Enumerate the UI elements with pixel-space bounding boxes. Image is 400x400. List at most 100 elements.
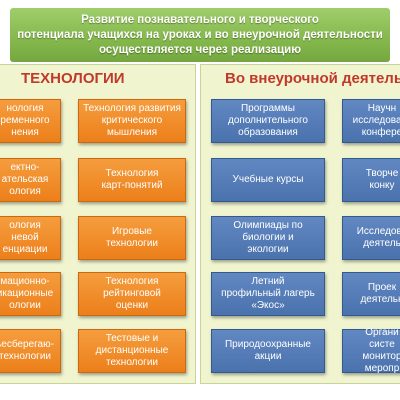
technology-box-left-line: мационно- [0,276,50,287]
technology-box-right-line: дистанционные [95,345,169,356]
extracurricular-box-right-line: деятель [363,238,400,249]
extracurricular-box-right-3: Исследовадеятель [342,216,400,260]
technology-box-right-line: Тестовые и [105,333,159,344]
extracurricular-box-right-line: Исследова [356,226,400,237]
extracurricular-box-left-line: Олимпиады по [233,220,303,231]
extracurricular-box-left-2: Учебные курсы [211,158,325,202]
extracurricular-box-left-line: образования [238,127,298,138]
extracurricular-box-left-line: профильный лагерь [221,288,315,299]
technology-box-left-line: ьесберегаю- [0,339,54,350]
extracurricular-box-right-line: систе [369,339,395,350]
technology-box-left-line: нения [11,127,39,138]
technology-box-right-line: оценки [115,300,149,311]
extracurricular-box-left-line: Природоохранные [224,339,311,350]
extracurricular-box-right-line: Научн [367,103,397,114]
technology-box-left-line: енциации [2,244,48,255]
technology-box-left-line: икационные [0,288,54,299]
technology-box-right-line: Игровые [111,226,152,237]
extracurricular-box-right-line: монитор [362,351,400,362]
extracurricular-box-left-line: Летний [251,276,285,287]
extracurricular-box-right-text: Исследовадеятель [357,226,400,250]
extracurricular-box-left-line: экологии [247,244,289,255]
extracurricular-box-right-line: Творче [365,168,399,179]
technology-box-left-line: ологии [9,300,41,311]
technology-box-left-line: ология [9,220,41,231]
extracurricular-box-right-line: меропр [364,363,400,374]
technology-box-left-line: ология [9,186,41,197]
technology-box-left-line: невой [11,232,39,243]
technology-box-right-line: рейтинговой [103,288,161,299]
technology-box-left-text: ьесберегаю-технологии [0,339,54,363]
technology-box-right-line: Технология [105,276,159,287]
extracurricular-box-left-line: акции [254,351,282,362]
technology-box-left-line: ременного [0,115,50,126]
extracurricular-box-right-line: деятельн [360,294,400,305]
technology-box-right-line: карт-понятий [101,180,163,191]
extracurricular-box-left-line: Учебные курсы [232,174,304,185]
extracurricular-box-right-line: исследовате [352,115,400,126]
extracurricular-box-left-line: дополнительного [228,115,308,126]
extracurricular-box-left-line: биологии и [242,232,294,243]
extracurricular-box-left-line: Программы [240,103,295,114]
extracurricular-box-right-line: конфере [361,127,400,138]
technology-box-right-line: технологии [105,357,158,368]
extracurricular-box-right-line: Проек [367,282,397,293]
technology-box-right-line: Технология [105,168,159,179]
technology-box-right-line: критического [101,115,163,126]
extracurricular-box-left-text: Учебные курсы [233,174,304,186]
technology-box-left-line: ательская [1,174,49,185]
extracurricular-box-right-line: Органи [365,327,399,338]
technology-box-right-line: Технология развития [83,103,181,114]
technologies-heading: ТЕХНОЛОГИИ [21,70,125,87]
extracurricular-heading: Во внеурочной деятельн [225,70,400,87]
title-line-2: потенциала учащихся на уроках и во внеур… [17,28,383,41]
title-banner: Развитие познавательного и творческого п… [10,8,390,62]
technology-box-right-line: технологии [105,238,158,249]
extracurricular-box-right-1: Научнисследоватеконфере [342,99,400,143]
title-line-3: осуществляется через реализацию [98,43,302,56]
title-line-1: Развитие познавательного и творческого [81,13,319,26]
technology-box-right-line: мышления [106,127,157,138]
extracurricular-box-right-line: конку [369,180,395,191]
technology-box-left-5: ьесберегаю-технологии [0,329,61,373]
technology-box-left-line: нология [6,103,44,114]
technology-box-left-line: ектно- [10,162,40,173]
extracurricular-box-left-line: «Экос» [251,300,285,311]
technology-box-left-line: технологии [0,351,51,362]
